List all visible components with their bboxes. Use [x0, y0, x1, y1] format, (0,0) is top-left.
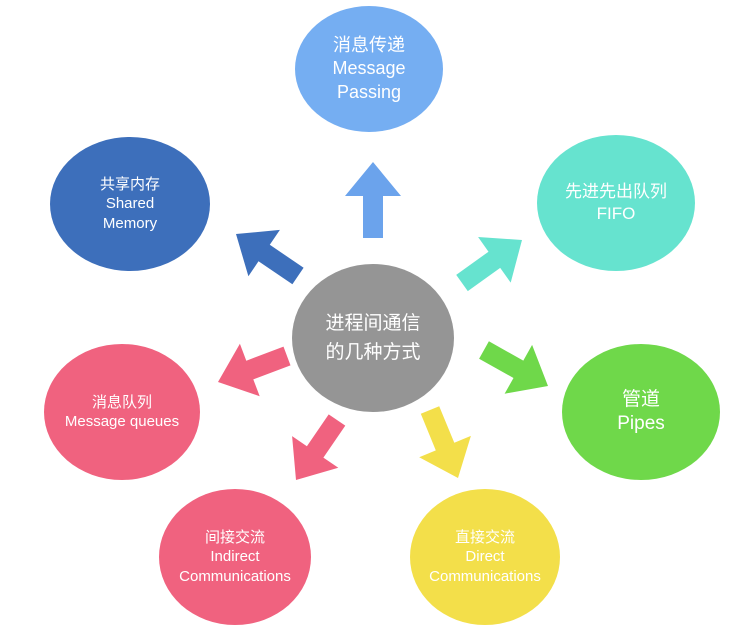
arrow-to-shared-memory — [236, 229, 304, 285]
node-direct-communications: 直接交流 Direct Communications — [410, 489, 560, 625]
node-label-en: Message — [332, 58, 406, 79]
node-label-en: Memory — [102, 214, 158, 232]
node-label-zh: 间接交流 — [204, 527, 265, 546]
center-node: 进程间通信 的几种方式 — [292, 264, 454, 412]
node-label-zh: 共享内存 — [99, 174, 160, 193]
node-label-en: Shared — [105, 195, 155, 213]
arrow-to-pipes — [479, 341, 548, 394]
node-message-passing: 消息传递 Message Passing — [295, 6, 443, 132]
arrow-to-message-queues — [218, 343, 291, 397]
node-label-en: Direct — [465, 548, 505, 566]
arrow-to-fifo — [456, 237, 522, 292]
center-line-2: 的几种方式 — [325, 341, 421, 363]
node-label-en: Passing — [336, 81, 402, 102]
node-shared-memory: 共享内存 Shared Memory — [50, 137, 210, 271]
node-pipes: 管道 Pipes — [562, 344, 720, 480]
node-label-en: Communications — [429, 567, 541, 585]
node-message-queues: 消息队列 Message queues — [44, 344, 200, 480]
node-label-zh: 先进先出队列 — [565, 181, 667, 202]
node-label-en: Message queues — [64, 413, 180, 430]
node-indirect-communications: 间接交流 Indirect Communications — [159, 489, 311, 625]
node-label-zh: 管道 — [621, 388, 660, 411]
node-label-en: Indirect — [210, 548, 260, 566]
node-label-zh: 直接交流 — [454, 527, 515, 546]
node-label-zh: 消息队列 — [91, 392, 152, 411]
node-label-en: Pipes — [617, 413, 665, 434]
node-label-zh: 消息传递 — [333, 34, 405, 56]
node-label-en: FIFO — [596, 204, 636, 223]
node-label-en: Communications — [179, 567, 291, 585]
arrow-to-indirect-communications — [292, 414, 346, 480]
center-line-1: 进程间通信 — [325, 311, 421, 334]
arrow-to-message-passing — [345, 162, 401, 238]
arrow-to-direct-communications — [419, 406, 471, 478]
node-fifo: 先进先出队列 FIFO — [537, 135, 695, 271]
